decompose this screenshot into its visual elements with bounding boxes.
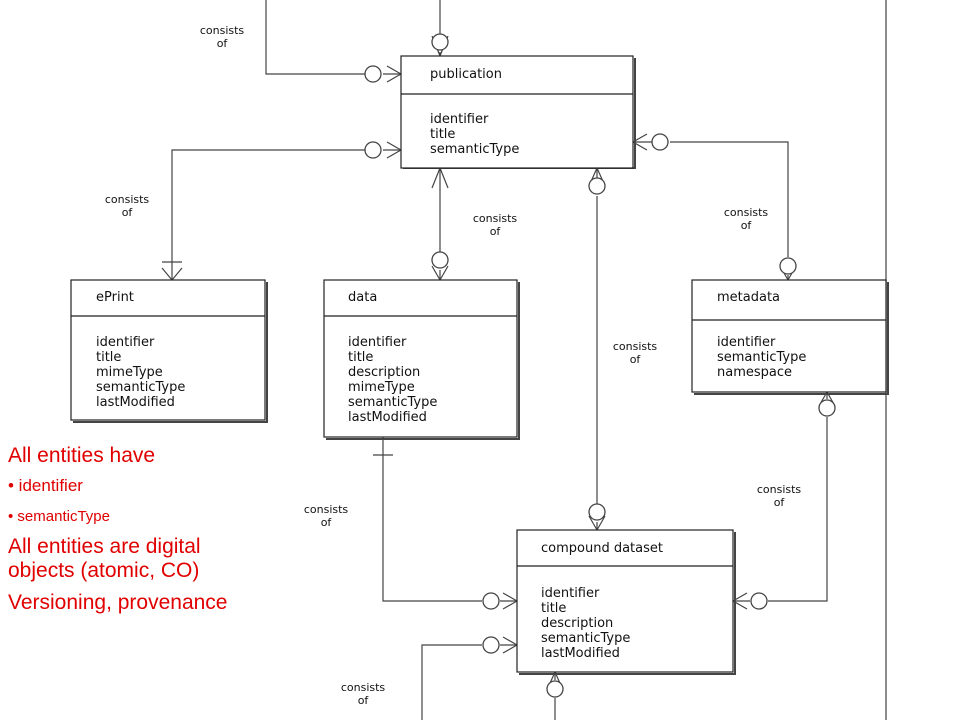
attribute: identifier: [96, 335, 155, 350]
notes-panel: All entities have • identifier • semanti…: [8, 444, 268, 623]
attribute: lastModified: [541, 646, 620, 661]
relation-label-data: consists of: [473, 212, 518, 238]
svg-text:consists: consists: [757, 483, 802, 496]
svg-text:of: of: [741, 219, 753, 232]
entity-eprint: ePrint identifier title mimeType semanti…: [70, 279, 268, 423]
attribute: lastModified: [348, 410, 427, 425]
entity-title: data: [348, 290, 377, 305]
svg-text:consists: consists: [724, 206, 769, 219]
attribute: identifier: [717, 335, 776, 350]
note-heading: All entities have: [8, 444, 156, 467]
svg-text:consists: consists: [613, 340, 658, 353]
attribute: mimeType: [96, 365, 163, 380]
relation-label-publication-self: consists of: [200, 24, 245, 50]
relation-label-metadata-compound: consists of: [757, 483, 802, 509]
svg-text:consists: consists: [304, 503, 349, 516]
entity-title: publication: [430, 67, 502, 82]
entity-compound-dataset: compound dataset identifier title descri…: [516, 529, 736, 675]
publication-eprint-link: [171, 149, 401, 280]
attribute: semanticType: [541, 631, 630, 646]
attribute: identifier: [430, 112, 489, 127]
attribute: title: [541, 601, 566, 616]
entity-title: metadata: [717, 290, 780, 305]
attribute: title: [96, 350, 121, 365]
note-versioning: Versioning, provenance: [8, 591, 228, 615]
relation-label-compound-self: consists of: [341, 681, 386, 707]
entity-title: ePrint: [96, 290, 134, 305]
attribute: semanticType: [717, 350, 806, 365]
note-bullet-identifier: • identifier: [8, 476, 83, 496]
svg-text:of: of: [321, 516, 333, 529]
note-digital-objects: All entities are digital objects (atomic…: [8, 534, 201, 583]
attribute: semanticType: [96, 380, 185, 395]
optional-circles: [364, 33, 836, 698]
svg-text:consists: consists: [200, 24, 245, 37]
svg-text:of: of: [358, 694, 370, 707]
compound-self-loop: [421, 644, 556, 720]
attribute: title: [348, 350, 373, 365]
attribute: mimeType: [348, 380, 415, 395]
svg-text:consists: consists: [341, 681, 386, 694]
attribute: semanticType: [430, 142, 519, 157]
svg-text:of: of: [490, 225, 502, 238]
relation-label-data-compound: consists of: [304, 503, 349, 529]
svg-text:of: of: [217, 37, 229, 50]
relation-label-eprint: consists of: [105, 193, 150, 219]
attribute: semanticType: [348, 395, 437, 410]
svg-text:consists: consists: [105, 193, 150, 206]
svg-text:of: of: [122, 206, 134, 219]
entity-metadata: metadata identifier semanticType namespa…: [691, 279, 889, 395]
entity-publication: publication identifier title semanticTyp…: [400, 55, 636, 169]
note-bullet-semantictype: • semanticType: [8, 507, 110, 525]
attribute: title: [430, 127, 455, 142]
entity-data: data identifier title description mimeTy…: [323, 279, 520, 440]
entity-title: compound dataset: [541, 541, 663, 556]
attribute: description: [541, 616, 613, 631]
attribute: identifier: [348, 335, 407, 350]
publication-self-loop: [265, 0, 441, 75]
relation-label-metadata: consists of: [724, 206, 769, 232]
svg-text:consists: consists: [473, 212, 518, 225]
attribute: description: [348, 365, 420, 380]
attribute: namespace: [717, 365, 792, 380]
attribute: identifier: [541, 586, 600, 601]
svg-text:of: of: [630, 353, 642, 366]
data-compound-link: [382, 437, 517, 602]
attribute: lastModified: [96, 395, 175, 410]
svg-text:of: of: [774, 496, 786, 509]
relation-label-compound: consists of: [613, 340, 658, 366]
